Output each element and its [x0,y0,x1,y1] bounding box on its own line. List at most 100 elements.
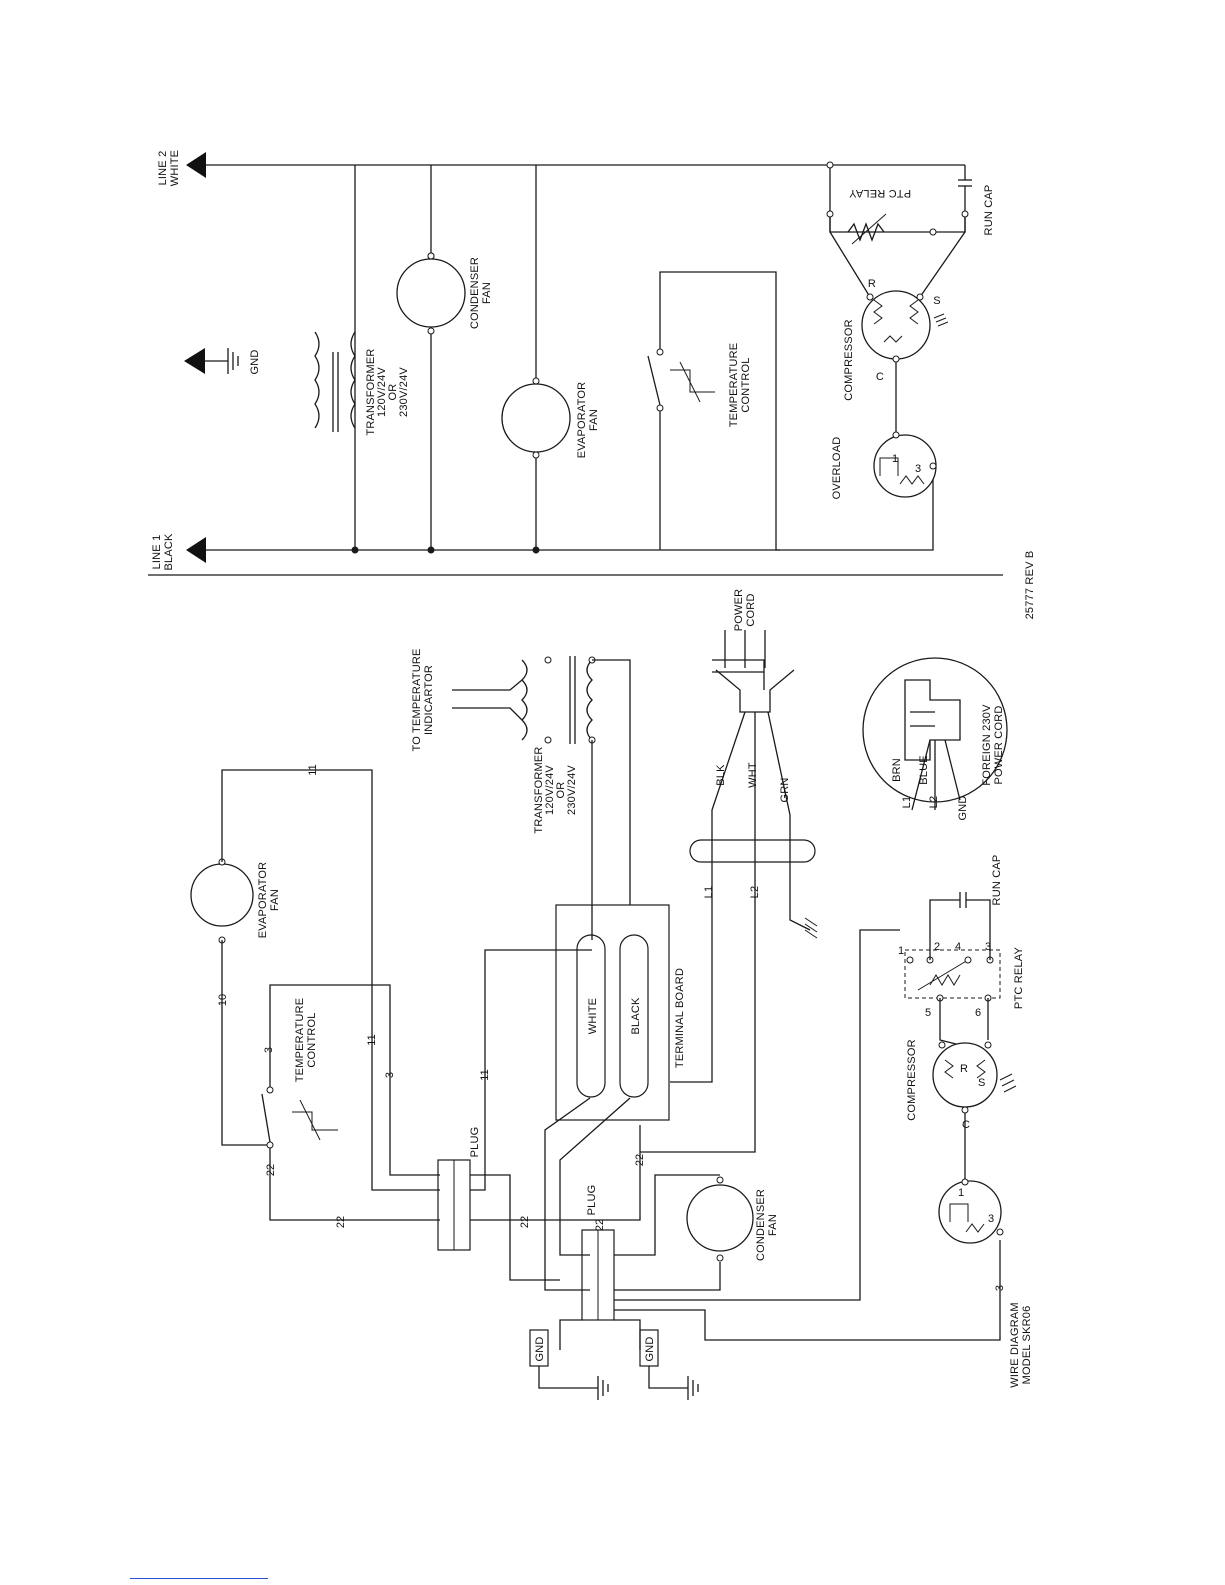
schematic-temp-control-label: TEMPERATURE [728,343,740,428]
terminal-icon [938,1041,946,1049]
temp-control-return-wire [659,271,934,551]
thermostat-symbol-icon [670,369,715,393]
run-cap-lead-b [966,899,991,960]
wiring-condenser-fan-label: CONDENSER [755,1189,767,1261]
ptc-relay-bottom-wire [829,214,966,233]
run-cap-lead-a [929,899,960,960]
terminal-board-label: TERMINAL BOARD [674,968,686,1068]
cord-blk-wire [670,711,746,1083]
wire-diagram-model: MODEL SKR06 [1021,1306,1033,1385]
terminal-icon [996,1228,1004,1236]
schematic-run-cap-label: RUN CAP [983,185,995,236]
wiring-temp-control-label: TEMPERATURE [294,998,306,1083]
condenser-fan-wire-a [614,1174,720,1256]
cord-l1-label: L1 [703,886,715,899]
wire-number: 3 [263,1047,275,1053]
cord-wire-grn: GRN [779,777,791,802]
terminal-icon [892,431,900,439]
cord-prong [712,659,765,690]
cord-ground-icon [804,917,818,939]
wiring-overload-term-3: 3 [988,1213,994,1225]
foreign-wire-blue: BLUE [918,755,930,785]
revision-label: 25777 REV B [1024,551,1036,620]
contact-icon [266,1141,274,1149]
schematic-ptc-relay-label: PTC RELAY [848,187,911,199]
wiring-compressor-icon [932,1042,998,1108]
wiring-term-r: R [960,1063,968,1075]
wire-number: 22 [594,1219,606,1231]
terminal-icon [916,293,924,301]
wiring-transformer-label: TRANSFORMER [533,746,545,833]
schematic-compressor-icon [861,290,931,360]
wire-number: 22 [634,1154,646,1166]
terminal-icon [544,656,552,664]
foreign-plug-icon [904,679,961,761]
wire-number: 22 [265,1164,277,1176]
terminal-icon [716,1176,724,1184]
compressor-ground-icon [933,313,949,327]
relay-5-to-r [939,998,961,1046]
wire-number: 22 [519,1216,531,1228]
condenser-fan-wire-b [614,1262,721,1291]
wiring-evaporator-fan-label: EVAPORATOR [257,862,269,939]
wiring-evaporator-fan-motor-icon [190,863,254,927]
overload-heater-icon [965,1223,985,1233]
thermostat-symbol-icon [292,1111,338,1131]
compressor-relay-wire [614,929,900,1301]
wiring-run-cap-label: RUN CAP [991,855,1003,906]
gnd-tag-a-label: GND [534,1336,546,1361]
wiring-ptc-relay-label: PTC RELAY [1013,946,1025,1009]
white-strip-label: WHITE [587,998,599,1034]
terminal-board [555,904,670,1121]
schematic-evaporator-fan-label: EVAPORATOR [576,382,588,459]
terminal-icon [427,327,435,335]
schematic-temp-control-label-2: CONTROL [740,357,752,412]
compressor-ground-icon [999,1073,1017,1093]
schematic-condenser-fan-motor-icon [396,258,466,328]
power-plug-icon [715,669,795,713]
white-terminal-strip [576,934,606,1098]
schematic-term-c: C [876,371,884,383]
switch-blade-icon [647,355,661,406]
foreign-wire-brn: BRN [891,758,903,782]
foreign-cord-label: FOREIGN 230V [981,704,993,786]
cord-wht-wire [640,712,756,1153]
power-cord-label-2: CORD [745,593,757,626]
wiring-ptc-relay [904,949,1001,999]
line2-color-label: WHITE [169,150,181,186]
ptc-element-icon [917,959,969,991]
schematic-compressor-label: COMPRESSOR [843,319,855,400]
schematic-overload-label: OVERLOAD [831,437,843,500]
compressor-r-wire [829,231,871,298]
board-white-to-plug [544,1097,591,1291]
terminal-icon [532,377,540,385]
terminal-icon [964,956,972,964]
foreign-wire-l1 [911,739,931,811]
schematic-condenser-fan-label: CONDENSER [469,257,481,329]
foreign-cord-label-2: POWER CORD [993,706,1005,785]
plug-2-label: PLUG [586,1185,598,1216]
gnd-lead-b [648,1366,688,1389]
contact-icon [656,404,664,412]
wiring-compressor-label: COMPRESSOR [906,1039,918,1120]
terminal-icon [532,451,540,459]
wire-11-evap [221,769,440,1191]
schematic-overload-term-1: 1 [892,453,898,465]
schematic-overload-term-3: 3 [915,463,921,475]
gnd-wire-b [614,1319,641,1350]
relay-term-5: 5 [925,1007,931,1019]
relay-term-2: 2 [934,941,940,953]
wiring-transformer-or: OR [555,782,567,799]
terminal-icon [984,1041,992,1049]
overload-wire-3 [614,1240,1001,1341]
schematic-term-r: R [868,278,876,290]
overload-bimetal-icon [879,457,899,476]
bottom-link-underline[interactable] [130,1578,268,1579]
line1-color-label: BLACK [163,533,175,571]
cord-grn-wire [767,711,811,931]
wire-number: 11 [479,1069,491,1080]
transformer-icon [314,331,356,432]
schematic-term-s: S [933,295,941,307]
gnd-lead-a [538,1366,598,1389]
ptc-arrow-icon [851,213,887,245]
